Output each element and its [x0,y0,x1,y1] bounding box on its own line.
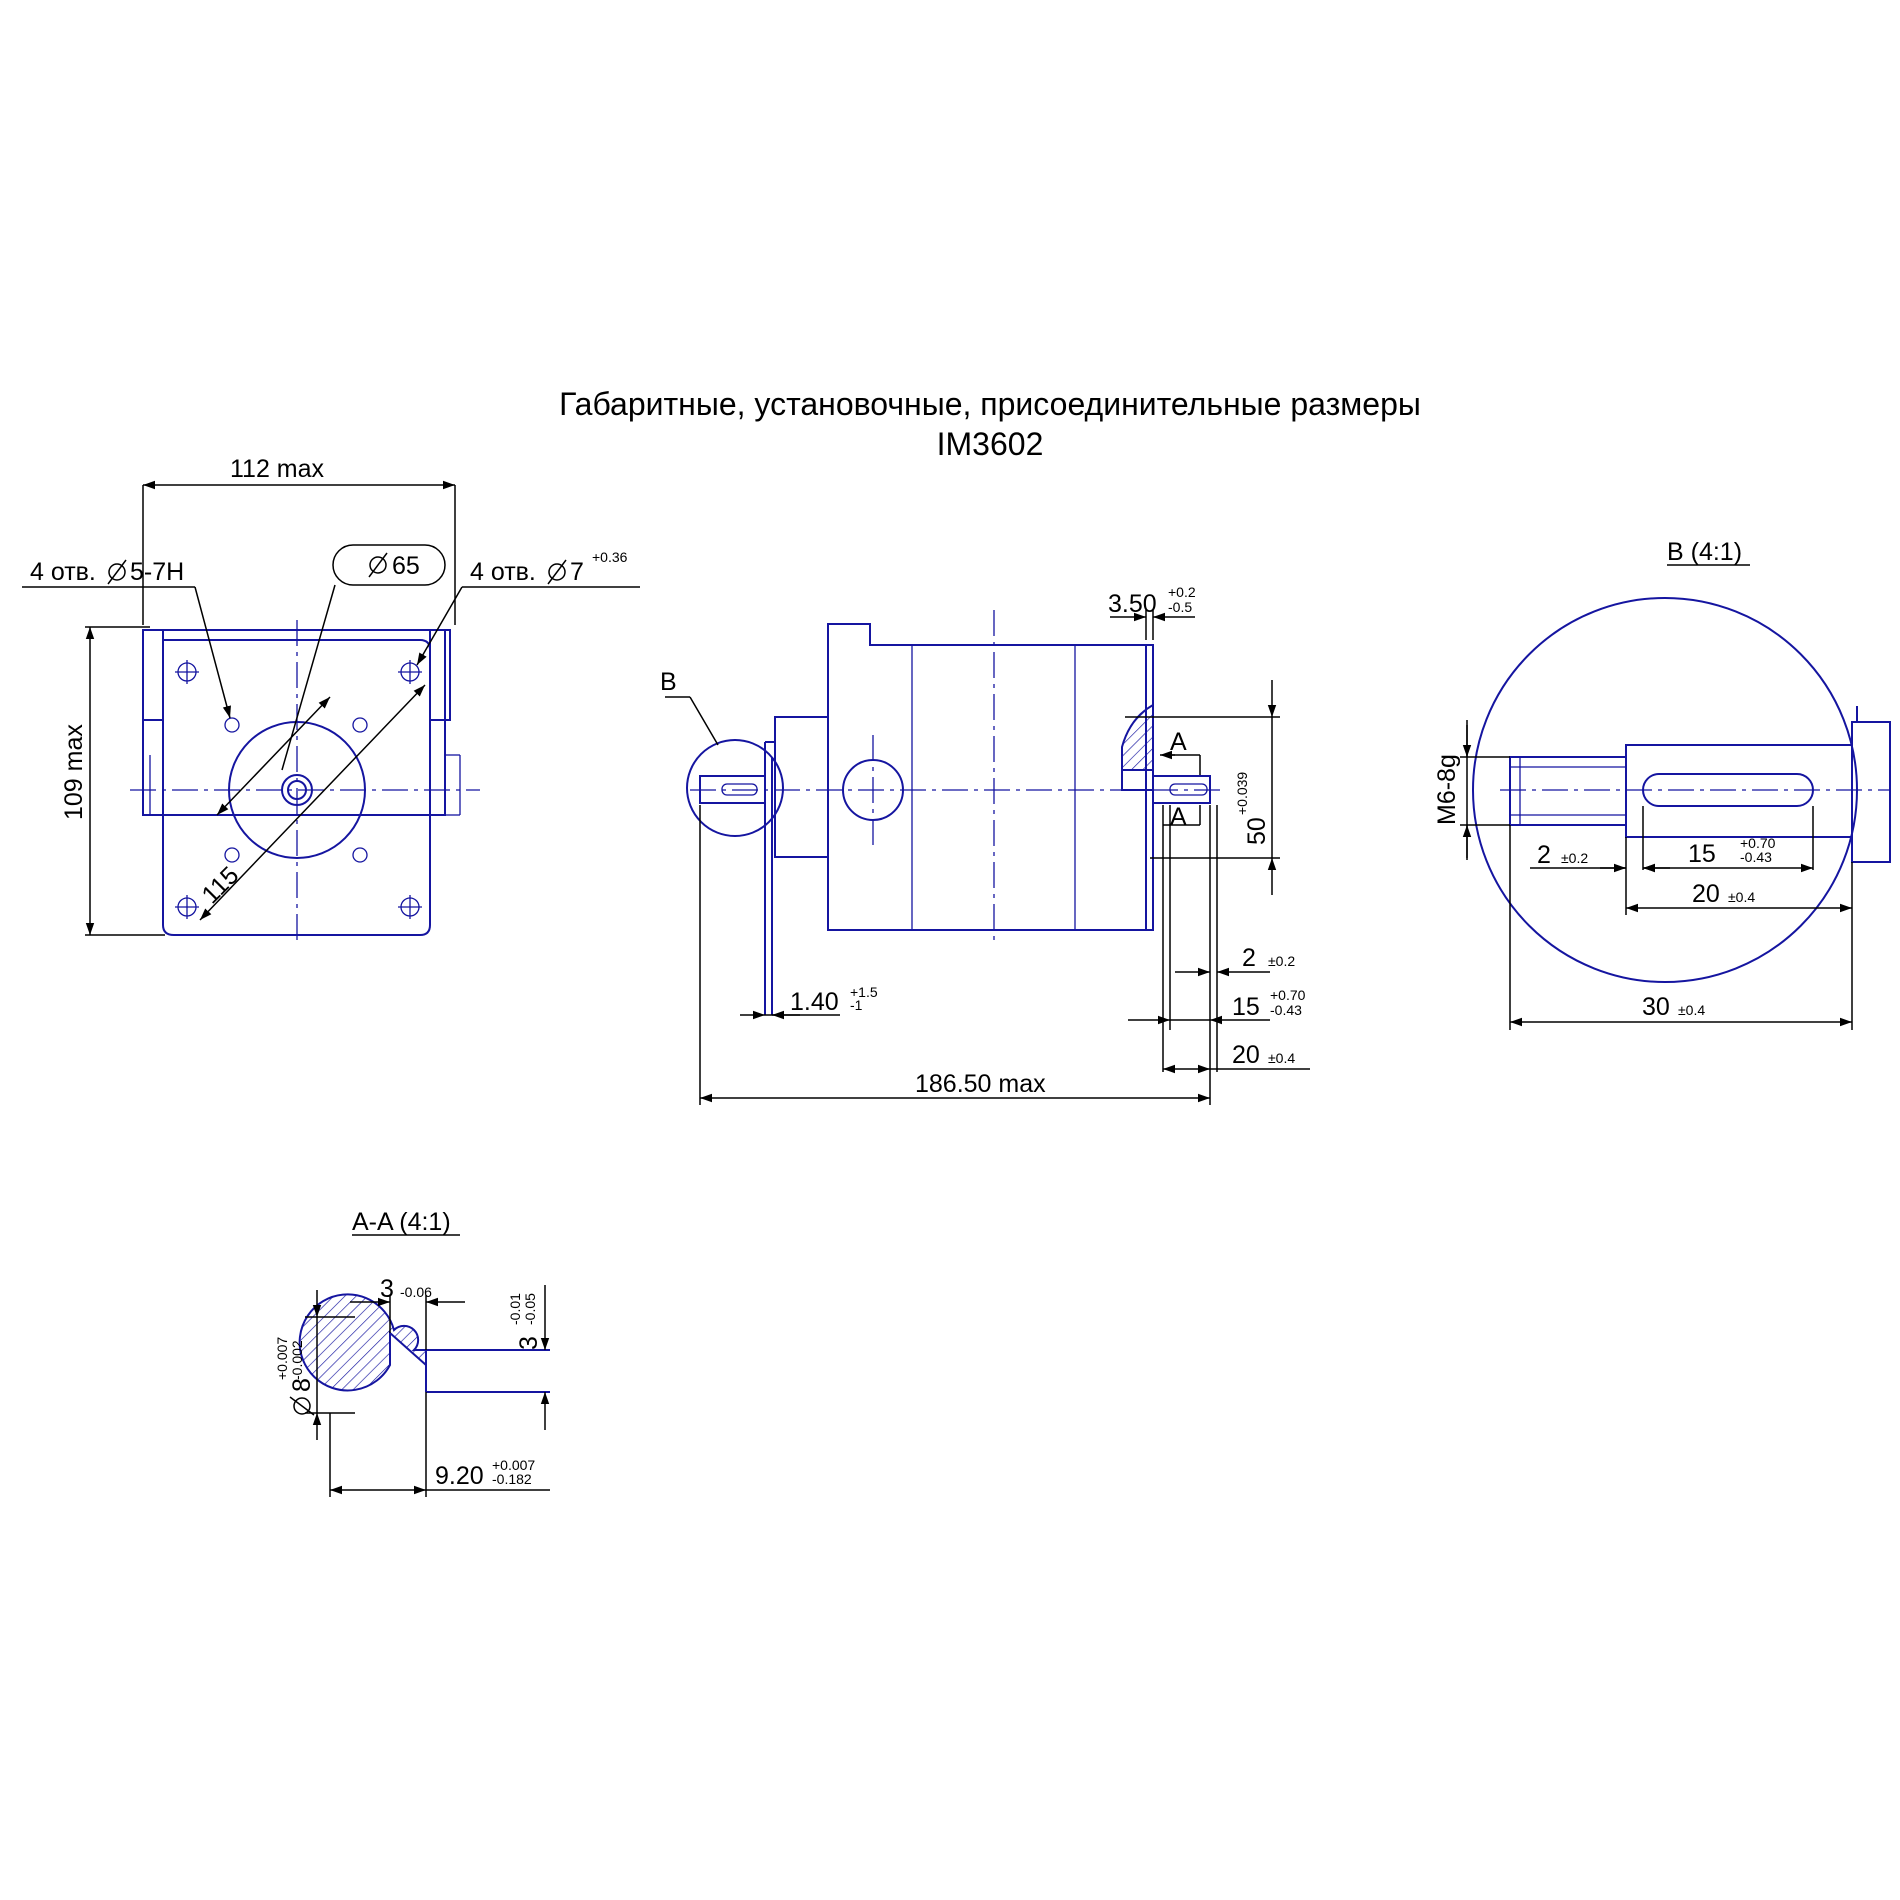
corner-hole-tl [175,660,199,684]
dim-2-tol: ±0.2 [1268,953,1295,969]
dim-350-label: 3.50 [1108,590,1157,618]
leader-through-line [416,586,463,666]
side-view: B A A 3.50 +0.2 -0.5 50 +0.039 2 ± [660,584,1310,1105]
leader-threaded-line [194,586,231,719]
pilot-leader-line [281,584,336,771]
dim-aa8-label: 8 [288,1378,316,1392]
detail-b-shaft [1625,744,1853,838]
dim-aa8-tol-lower: -0.002 [289,1340,305,1380]
diameter-symbol-icon [107,559,127,585]
front-body-outline [162,639,431,936]
dim-50-label: 50 [1243,817,1271,845]
dim-b2-tol: ±0.2 [1561,850,1588,866]
through-holes-tol: +0.36 [592,549,628,565]
dim-140-tol-lower: -1 [850,997,863,1013]
dim-18650-label: 186.50 max [915,1070,1046,1098]
threaded-hole-2 [352,717,368,733]
section-aa-shaft [298,1293,427,1392]
dim-350-tol-lower: -0.5 [1168,599,1192,615]
pilot-callout-frame [332,544,446,586]
corner-hole-br [398,895,422,919]
dim-b2-label: 2 [1537,841,1551,869]
section-aa-view: A-A (4:1) 3 -0.06 3 -0.01 -0.05 8 +0.007… [274,1208,550,1497]
detail-b-leader [689,696,719,746]
pilot-step [1121,769,1154,791]
dim-15-tol-upper: +0.70 [1270,987,1306,1003]
dim-140-tol-upper: +1.5 [850,984,878,1000]
dim-112-label: 112 max [230,455,325,483]
drawing-title: Габаритные, установочные, присоединитель… [559,386,1421,462]
threaded-holes-count: 4 отв. [30,558,96,586]
diameter-symbol-icon [289,1396,315,1416]
dim-b20-label: 20 [1692,880,1720,908]
dim-aa3w-label: 3 [380,1275,394,1303]
corner-hole-tr [398,660,422,684]
dim-15-label: 15 [1232,993,1260,1021]
dim-b30-label: 30 [1642,993,1670,1021]
threaded-hole-4 [352,847,368,863]
section-a-bottom-label: A [1170,803,1187,831]
dim-15-tol-lower: -0.43 [1270,1002,1302,1018]
dim-b30-tol: ±0.4 [1678,1002,1705,1018]
left-ear [142,629,164,721]
dim-2-label: 2 [1242,944,1256,972]
threaded-holes-spec: 5-7H [130,558,184,586]
section-a-top-label: A [1170,728,1187,756]
dim-109-label: 109 max [60,724,88,820]
dim-b15-label: 15 [1688,840,1716,868]
side-body-outline [827,623,1147,931]
right-ear [429,629,451,721]
rear-boss [774,716,829,858]
dim-pcd-line [216,696,331,816]
dim-50-tol: +0.039 [1234,772,1250,815]
dim-b15-tol-upper: +0.70 [1740,835,1776,851]
corner-hole-bl [175,895,199,919]
dim-aa3d-tol-lower: -0.05 [522,1293,538,1325]
through-holes-count: 4 отв. [470,558,536,586]
detail-b-view: B (4:1) M6-8g 2 ±0. [1433,538,1891,1030]
dim-aa3d-label: 3 [515,1336,543,1350]
detail-b-thread [1509,756,1627,826]
dim-20-tol: ±0.4 [1268,1050,1295,1066]
dim-20-label: 20 [1232,1041,1260,1069]
dim-aa3d-tol-upper: -0.01 [507,1293,523,1325]
dim-115-label: 115 [196,861,244,909]
dim-140-label: 1.40 [790,988,839,1016]
dim-aa3w-tol: -0.06 [400,1284,432,1300]
detail-b-marker: B [660,668,677,696]
through-holes-spec: 7 [570,558,584,586]
title-line-1: Габаритные, установочные, присоединитель… [559,386,1421,422]
dim-m6-label: M6-8g [1433,754,1461,825]
front-flange [1145,644,1154,931]
front-view: 112 max 109 max 4 отв. 5-7H 65 4 отв. [22,455,640,945]
detail-b-title: B (4:1) [1667,538,1742,566]
diameter-symbol-icon [547,559,567,585]
threaded-hole-1 [224,717,240,733]
dim-aa920-label: 9.20 [435,1462,484,1490]
section-aa-title: A-A (4:1) [352,1208,451,1236]
flange-section-hatch [1121,703,1154,771]
diameter-symbol-icon [368,552,388,578]
pilot-diameter-label: 65 [392,552,420,580]
dim-aa920-tol-upper: +0.007 [492,1457,535,1473]
dim-350-tol-upper: +0.2 [1168,584,1196,600]
dim-aa920-tol-lower: -0.182 [492,1471,532,1487]
detail-b-circle [686,739,784,837]
title-line-2: IM3602 [937,426,1044,462]
dim-b20-tol: ±0.4 [1728,889,1755,905]
threaded-hole-3 [224,847,240,863]
dim-b15-tol-lower: -0.43 [1740,849,1772,865]
dim-aa8-tol-upper: +0.007 [274,1337,290,1380]
